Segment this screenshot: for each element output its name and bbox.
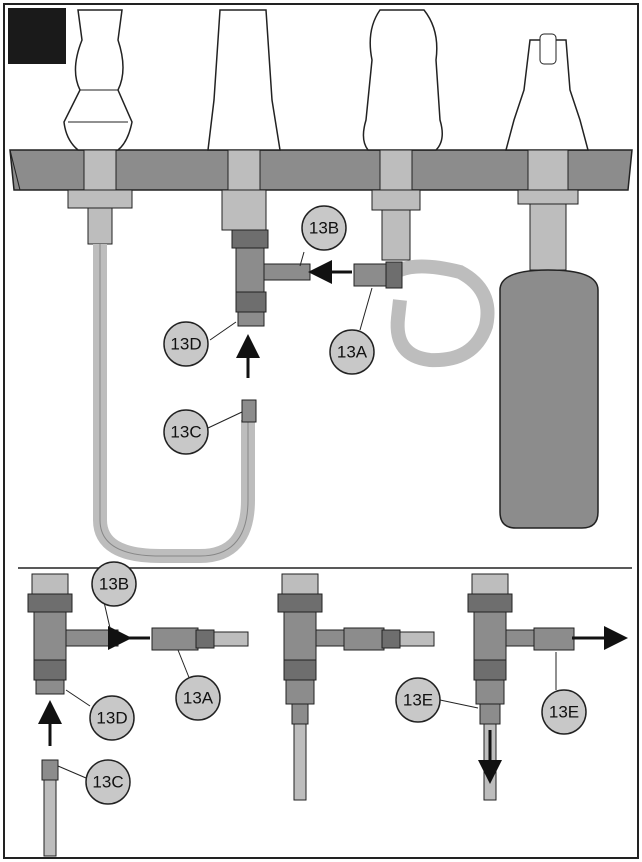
step-badge [8,8,66,64]
svg-text:13D: 13D [96,709,127,728]
hose-left [93,244,255,563]
svg-text:13C: 13C [92,773,123,792]
callout-13a-bottom: 13A [175,649,221,721]
panel-connected [277,573,435,801]
svg-text:13E: 13E [549,703,579,722]
svg-text:13A: 13A [183,689,214,708]
panel-connect [27,573,249,857]
faucet-handle-right [362,9,443,261]
hose-fitting [241,399,257,423]
callout-13c-top: 13C [163,409,243,455]
callout-13c-bottom: 13C [57,759,131,805]
svg-text:13D: 13D [170,335,201,354]
faucet-handle-left [63,9,133,245]
callout-13a-top: 13A [329,287,375,375]
callout-13d-top: 13D [163,321,237,367]
hose-loop [390,259,495,368]
callout-13b-bottom: 13B [91,561,137,629]
callout-13d-bottom: 13D [65,689,135,741]
svg-text:13E: 13E [403,691,433,710]
spout [207,9,281,231]
quick-connect-13a [353,261,403,289]
callout-13b-top: 13B [299,205,347,267]
svg-text:13B: 13B [99,575,129,594]
svg-text:13A: 13A [337,343,368,362]
soap-dispenser-icon [499,33,599,529]
callout-13e-left: 13E [395,677,479,723]
panel-disconnect [467,573,628,801]
valve-icon [231,229,311,327]
svg-text:13C: 13C [170,423,201,442]
callout-13e-right: 13E [541,652,587,735]
svg-text:13B: 13B [309,219,339,238]
